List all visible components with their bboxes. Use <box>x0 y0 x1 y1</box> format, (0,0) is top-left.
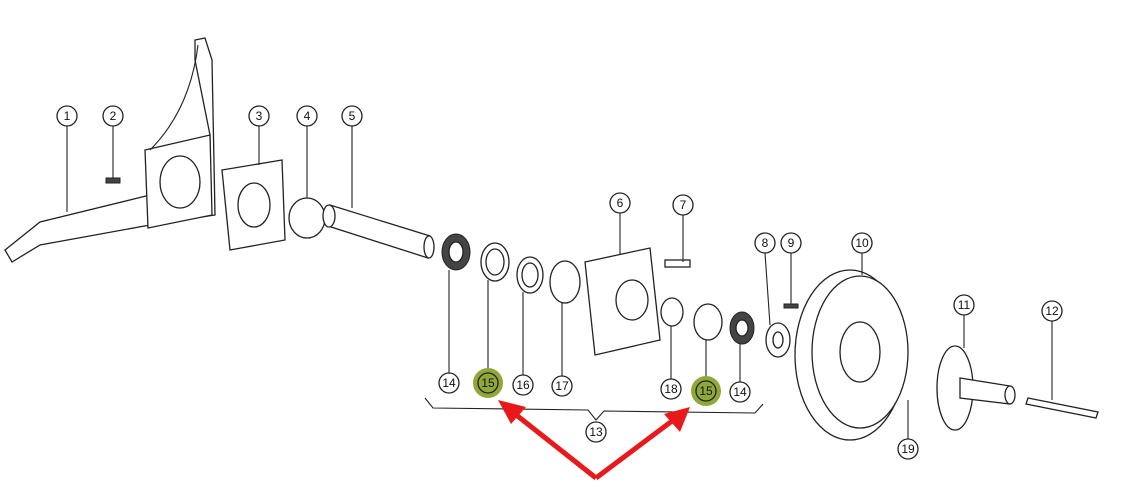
part-11-hub <box>936 345 1016 431</box>
svg-text:17: 17 <box>555 379 569 393</box>
callout-3[interactable]: 3 <box>248 105 270 127</box>
callout-4[interactable]: 4 <box>296 105 318 127</box>
bearing-parts <box>441 233 799 358</box>
svg-text:3: 3 <box>256 109 263 123</box>
svg-text:15: 15 <box>481 376 495 390</box>
part-10-pulley <box>794 269 909 441</box>
red-arrows <box>498 400 690 480</box>
part-2-bolt <box>105 177 121 184</box>
svg-text:14: 14 <box>442 376 456 390</box>
callout-6[interactable]: 6 <box>609 192 631 214</box>
svg-text:19: 19 <box>901 442 915 456</box>
svg-text:1: 1 <box>64 109 71 123</box>
leader-lines <box>66 126 1053 439</box>
callout-19[interactable]: 19 <box>897 438 919 460</box>
callout-17[interactable]: 17 <box>551 375 573 397</box>
callout-16[interactable]: 16 <box>512 374 534 396</box>
callout-12[interactable]: 12 <box>1041 300 1063 322</box>
callout-14-right[interactable]: 14 <box>729 381 751 403</box>
callout-10[interactable]: 10 <box>851 232 873 254</box>
svg-text:10: 10 <box>855 236 869 250</box>
svg-text:6: 6 <box>617 196 624 210</box>
svg-text:9: 9 <box>788 236 795 250</box>
svg-text:14: 14 <box>733 385 747 399</box>
svg-text:15: 15 <box>699 384 713 398</box>
callout-2[interactable]: 2 <box>102 105 124 127</box>
part-12-key <box>1025 397 1099 419</box>
callout-15-left[interactable]: 15 <box>477 372 499 394</box>
svg-text:11: 11 <box>958 298 971 312</box>
svg-text:7: 7 <box>680 198 687 212</box>
svg-text:16: 16 <box>516 378 530 392</box>
svg-text:12: 12 <box>1045 304 1059 318</box>
callout-13[interactable]: 13 <box>585 421 607 443</box>
part-3-gasket <box>221 159 286 251</box>
svg-text:8: 8 <box>762 236 769 250</box>
part-1-frame <box>4 37 216 263</box>
part-4-plate <box>288 197 326 239</box>
callout-1[interactable]: 1 <box>56 105 78 127</box>
svg-text:5: 5 <box>349 109 356 123</box>
callout-14-left[interactable]: 14 <box>438 372 460 394</box>
callout-9[interactable]: 9 <box>780 232 802 254</box>
callout-8[interactable]: 8 <box>754 232 776 254</box>
part-5-shaft <box>322 204 435 259</box>
callout-5[interactable]: 5 <box>341 105 363 127</box>
svg-text:13: 13 <box>589 425 603 439</box>
callout-15-right[interactable]: 15 <box>695 380 717 402</box>
callout-18[interactable]: 18 <box>660 378 682 400</box>
callout-7[interactable]: 7 <box>672 194 694 216</box>
svg-text:18: 18 <box>664 382 678 396</box>
svg-text:4: 4 <box>304 109 311 123</box>
callout-11[interactable]: 11 <box>953 294 975 316</box>
svg-text:2: 2 <box>110 109 117 123</box>
